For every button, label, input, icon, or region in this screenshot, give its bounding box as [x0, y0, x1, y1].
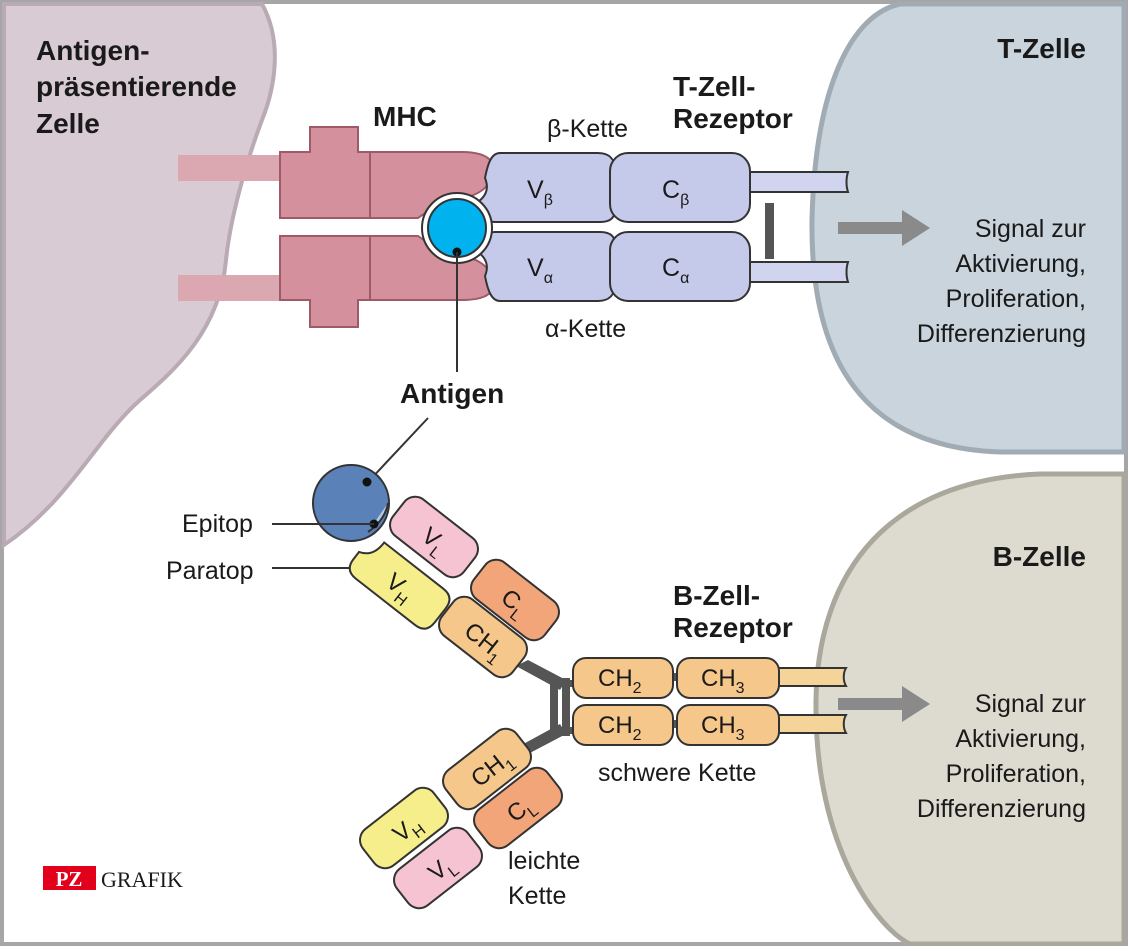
- fab-cl-upper: CL: [470, 558, 560, 642]
- apc-title-line2: präsentierende: [36, 71, 237, 102]
- label-v-beta: Vβ: [527, 176, 553, 209]
- b-cell-title: B-Zelle: [993, 541, 1086, 572]
- label-c-beta: Cβ: [662, 176, 689, 209]
- t-signal-line4: Differenzierung: [917, 320, 1086, 348]
- label-c-alpha: Cα: [662, 254, 689, 287]
- t-signal-text: Signal zur Aktivierung, Proliferation, D…: [917, 215, 1086, 348]
- mhc-label: MHC: [373, 101, 437, 132]
- t-signal-line1: Signal zur: [975, 215, 1086, 243]
- bcr-tail-1: [775, 667, 848, 687]
- fab-ch1-upper: CH1: [438, 595, 528, 679]
- t-signal-line2: Aktivierung,: [955, 250, 1086, 278]
- label-ch3-lower: CH3: [701, 712, 745, 744]
- epitope-label: Epitop: [182, 510, 253, 538]
- b-signal-line1: Signal zur: [975, 690, 1086, 718]
- antigen-b-pointer-line: [367, 417, 429, 483]
- apc-title-line3: Zelle: [36, 108, 100, 139]
- label-ch2-upper: CH2: [598, 665, 642, 697]
- fab-vl-lower: VL: [393, 826, 483, 910]
- tcr-title-line2: Rezeptor: [673, 103, 793, 134]
- b-signal-line4: Differenzierung: [917, 795, 1086, 823]
- t-signal-arrow: [838, 210, 930, 246]
- t-cell-title: T-Zelle: [997, 33, 1086, 64]
- bcr-title-line1: B-Zell-: [673, 580, 760, 611]
- domain-c-beta: [609, 152, 751, 223]
- b-signal-text: Signal zur Aktivierung, Proliferation, D…: [917, 690, 1086, 823]
- heavy-chain-label: schwere Kette: [598, 759, 756, 787]
- label-v-alpha: Vα: [527, 254, 553, 287]
- apc-title-line1: Antigen-: [36, 35, 150, 66]
- antigen-label: Antigen: [400, 378, 504, 409]
- logo-badge-text: PZ: [56, 867, 83, 891]
- fab-cl-lower: CL: [473, 766, 563, 850]
- logo-badge: [43, 866, 96, 890]
- label-ch3-upper: CH3: [701, 665, 745, 697]
- antigen-presenting-cell: [2, 2, 277, 549]
- alpha-chain-label: α-Kette: [545, 315, 626, 343]
- pz-grafik-logo: PZ GRAFIK: [43, 866, 183, 892]
- domain-ch2-lower: [572, 704, 674, 746]
- beta-chain-label: β-Kette: [547, 115, 628, 143]
- fab-vh-lower: VH: [359, 786, 449, 870]
- b-cell: [813, 471, 1127, 947]
- t-cell: [809, 1, 1127, 455]
- tcr-disulfide-bond: [765, 203, 774, 259]
- b-signal-line2: Aktivierung,: [955, 725, 1086, 753]
- tcr-title-line1: T-Zell-: [673, 71, 755, 102]
- t-signal-line3: Proliferation,: [946, 285, 1086, 313]
- logo-text: GRAFIK: [101, 867, 183, 892]
- light-chain-label-line1: leichte: [508, 847, 580, 875]
- bcr-title-line2: Rezeptor: [673, 612, 793, 643]
- light-chain-label-line2: Kette: [508, 882, 566, 910]
- bcr-tail-2: [775, 714, 848, 734]
- b-signal-arrow: [838, 686, 930, 722]
- fab-vh-upper: VH: [348, 541, 451, 630]
- fab-vl-upper: VL: [389, 495, 479, 579]
- paratope-label: Paratop: [166, 557, 254, 585]
- b-signal-line3: Proliferation,: [946, 760, 1086, 788]
- domain-ch2-upper: [572, 657, 674, 699]
- domain-ch3-upper: [676, 657, 780, 699]
- domain-c-alpha: [609, 231, 751, 302]
- antigen-circle-b: [312, 464, 390, 542]
- antigen-b-dot: [362, 477, 372, 487]
- fab-ch1-lower: CH1: [442, 727, 532, 811]
- domain-ch3-lower: [676, 704, 780, 746]
- label-ch2-lower: CH2: [598, 712, 642, 744]
